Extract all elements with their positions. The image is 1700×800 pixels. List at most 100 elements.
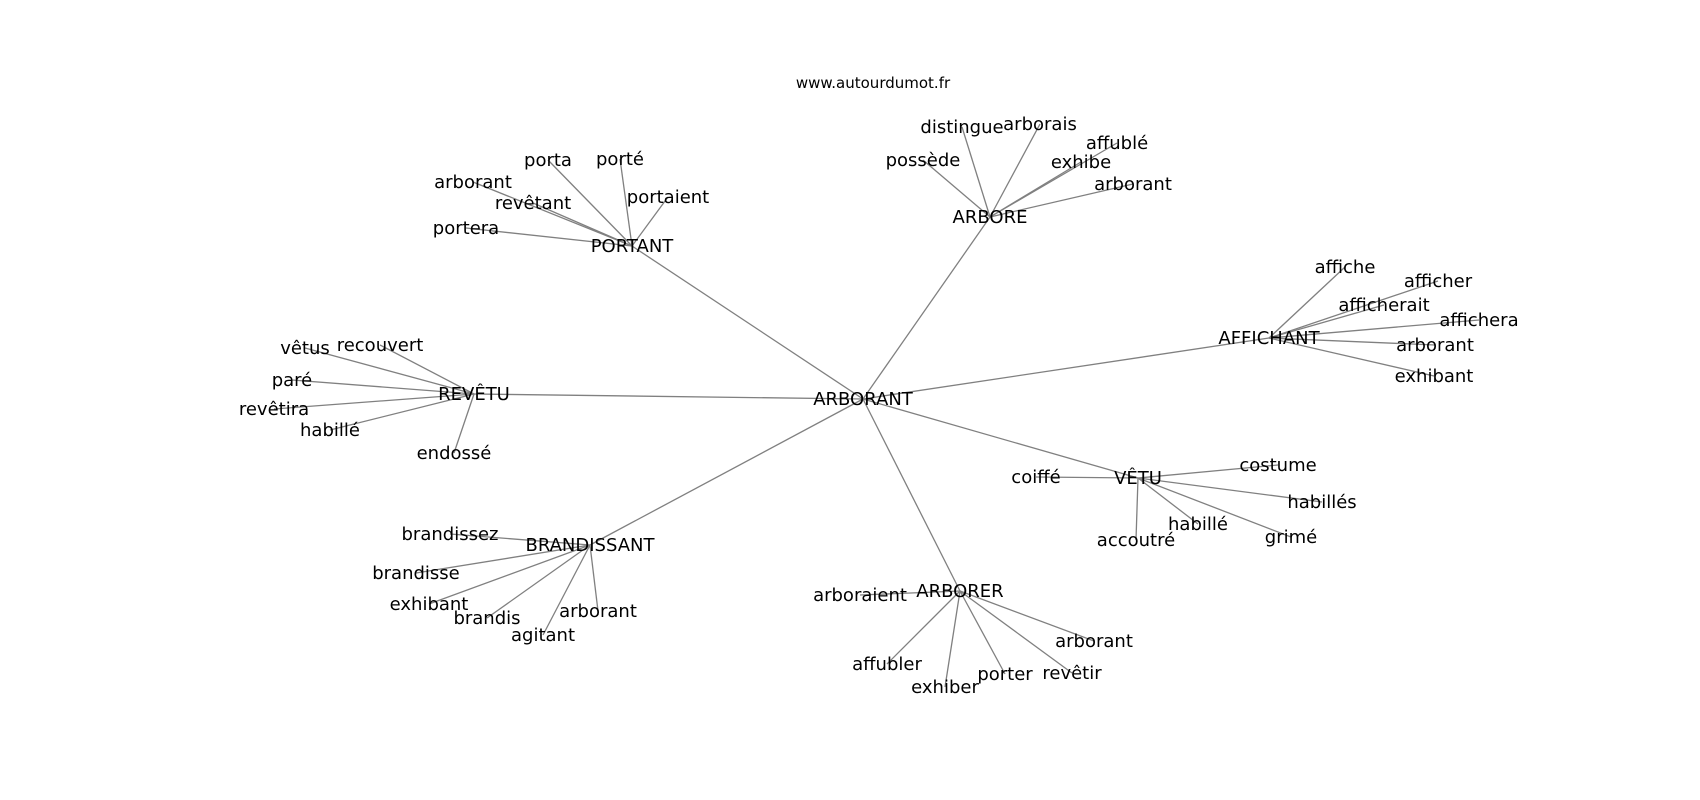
edge-revetu-endosse <box>453 393 475 454</box>
node-leaf-revetu-endosse: endossé <box>417 443 492 464</box>
node-leaf-arborer-arboraient: arboraient <box>813 585 907 606</box>
node-leaf-brandissant-exhibant: exhibant <box>390 594 469 615</box>
node-leaf-brandissant-brandissez: brandissez <box>402 524 499 545</box>
edge-vetu-accoutre <box>1135 477 1139 541</box>
edge-affichant-afficher <box>1268 280 1439 339</box>
node-leaf-arborer-exhiber: exhiber <box>911 677 979 698</box>
node-leaf-revetu-pare: paré <box>272 370 313 391</box>
node-leaf-affichant-afficher: afficher <box>1404 271 1473 292</box>
edge-brandissant-arborant <box>589 544 599 612</box>
node-leaf-arbore-distingue: distingue <box>920 117 1003 138</box>
edge-affichant-afficherait <box>1268 304 1385 339</box>
node-leaf-brandissant-brandis: brandis <box>453 608 520 629</box>
node-leaf-arbore-possede: possède <box>886 150 961 171</box>
node-center-arborant: ARBORANT <box>813 389 914 410</box>
edge-center-arborer <box>862 398 961 592</box>
edge-arborer-exhiber <box>944 590 961 688</box>
node-leaf-arbore-arborais: arborais <box>1003 114 1077 135</box>
edge-arborer-porter <box>959 590 1006 675</box>
node-leaf-arborer-arborant: arborant <box>1055 631 1133 652</box>
node-leaf-affichant-affiche: affiche <box>1315 257 1376 278</box>
node-leaf-vetu-accoutre: accoutré <box>1097 530 1175 551</box>
node-leaf-affichant-arborant: arborant <box>1396 335 1474 356</box>
node-leaf-revetu-revetira: revêtira <box>239 399 309 420</box>
edge-affichant-exhibant <box>1268 337 1435 377</box>
node-leaf-vetu-habilles: habillés <box>1287 492 1356 513</box>
edge-center-portant <box>631 245 864 400</box>
site-label: www.autourdumot.fr <box>796 74 951 92</box>
edge-affichant-affiche <box>1268 266 1346 339</box>
edge-arbore-arborant <box>989 183 1134 218</box>
node-leaf-portant-revetant: revêtant <box>495 193 571 214</box>
edge-arborer-affubler <box>886 590 961 665</box>
node-leaf-arborer-porter: porter <box>977 664 1033 685</box>
edge-brandissant-exhibant <box>428 544 591 605</box>
node-hub-revetu: REVÊTU <box>438 383 510 405</box>
edge-portant-portaient <box>631 196 669 247</box>
node-leaf-affichant-afficherait: afficherait <box>1338 295 1429 316</box>
node-leaf-brandissant-brandisse: brandisse <box>372 563 460 584</box>
edge-brandissant-brandisse <box>415 544 591 574</box>
node-leaf-arborer-revetir: revêtir <box>1042 663 1102 684</box>
edge-center-arbore <box>862 216 991 400</box>
node-leaf-portant-portera: portera <box>433 218 499 239</box>
edge-vetu-habilles <box>1137 477 1323 503</box>
edge-revetu-pare <box>291 379 475 395</box>
node-hub-arbore: ARBORE <box>953 207 1028 228</box>
edge-portant-portera <box>465 227 633 247</box>
node-hub-portant: PORTANT <box>591 236 675 257</box>
node-leaf-vetu-coiffe: coiffé <box>1011 467 1060 488</box>
edge-brandissant-brandissez <box>449 533 591 546</box>
edge-center-affichant <box>862 337 1270 400</box>
node-hub-brandissant: BRANDISSANT <box>525 535 655 556</box>
node-leaf-arborer-affubler: affubler <box>852 654 922 675</box>
graph-edges <box>273 123 1480 688</box>
graph-labels: www.autourdumot.fr ARBORANT PORTANT porta p… <box>239 74 1519 698</box>
edge-revetu-vetus <box>304 347 475 395</box>
edge-arbore-distingue <box>961 126 991 218</box>
edge-center-revetu <box>473 393 864 400</box>
edge-center-brandissant <box>589 398 864 546</box>
edge-brandissant-brandis <box>486 544 591 619</box>
edge-portant-porte <box>619 158 633 247</box>
edge-arborer-arboraient <box>859 590 961 596</box>
edge-revetu-habille <box>329 393 475 431</box>
node-leaf-vetu-habille: habillé <box>1168 514 1228 535</box>
edge-revetu-revetira <box>273 393 475 410</box>
node-hub-affichant: AFFICHANT <box>1218 328 1320 349</box>
edge-vetu-habille <box>1137 477 1199 525</box>
edge-arbore-arborais <box>989 123 1041 218</box>
edge-portant-arborant <box>472 181 633 247</box>
edge-arborer-arborant <box>959 590 1095 642</box>
node-leaf-revetu-recouvert: recouvert <box>337 335 424 356</box>
node-leaf-portant-arborant: arborant <box>434 172 512 193</box>
node-leaf-brandissant-arborant: arborant <box>559 601 637 622</box>
edge-vetu-costume <box>1137 464 1279 479</box>
node-leaf-arbore-exhibe: exhibe <box>1051 152 1111 173</box>
edge-vetu-coiffe <box>1035 476 1139 479</box>
node-leaf-portant-porta: porta <box>524 150 572 171</box>
edge-arborer-revetir <box>959 590 1073 674</box>
edge-brandissant-agitant <box>542 544 591 636</box>
node-leaf-revetu-vetus: vêtus <box>280 338 330 359</box>
node-leaf-vetu-grime: grimé <box>1265 527 1317 548</box>
node-hub-arborer: ARBORER <box>916 581 1003 602</box>
edge-vetu-grime <box>1137 477 1292 538</box>
edge-portant-porta <box>547 159 633 247</box>
node-leaf-arbore-arborant: arborant <box>1094 174 1172 195</box>
node-leaf-affichant-affichera: affichera <box>1439 310 1518 331</box>
edge-affichant-affichera <box>1268 319 1480 339</box>
edge-arbore-exhibe <box>989 161 1082 218</box>
edge-affichant-arborant <box>1268 337 1436 346</box>
node-leaf-affichant-exhibant: exhibant <box>1395 366 1474 387</box>
edge-arbore-possede <box>922 159 991 218</box>
node-leaf-portant-portaient: portaient <box>627 187 709 208</box>
node-leaf-vetu-costume: costume <box>1239 455 1316 476</box>
node-leaf-revetu-habille: habillé <box>300 420 360 441</box>
edge-portant-revetant <box>532 202 633 247</box>
node-leaf-arbore-affuble: affublé <box>1086 133 1148 154</box>
node-hub-vetu: VÊTU <box>1114 467 1162 489</box>
node-leaf-portant-porte: porté <box>596 149 644 170</box>
edge-revetu-recouvert <box>379 344 475 395</box>
